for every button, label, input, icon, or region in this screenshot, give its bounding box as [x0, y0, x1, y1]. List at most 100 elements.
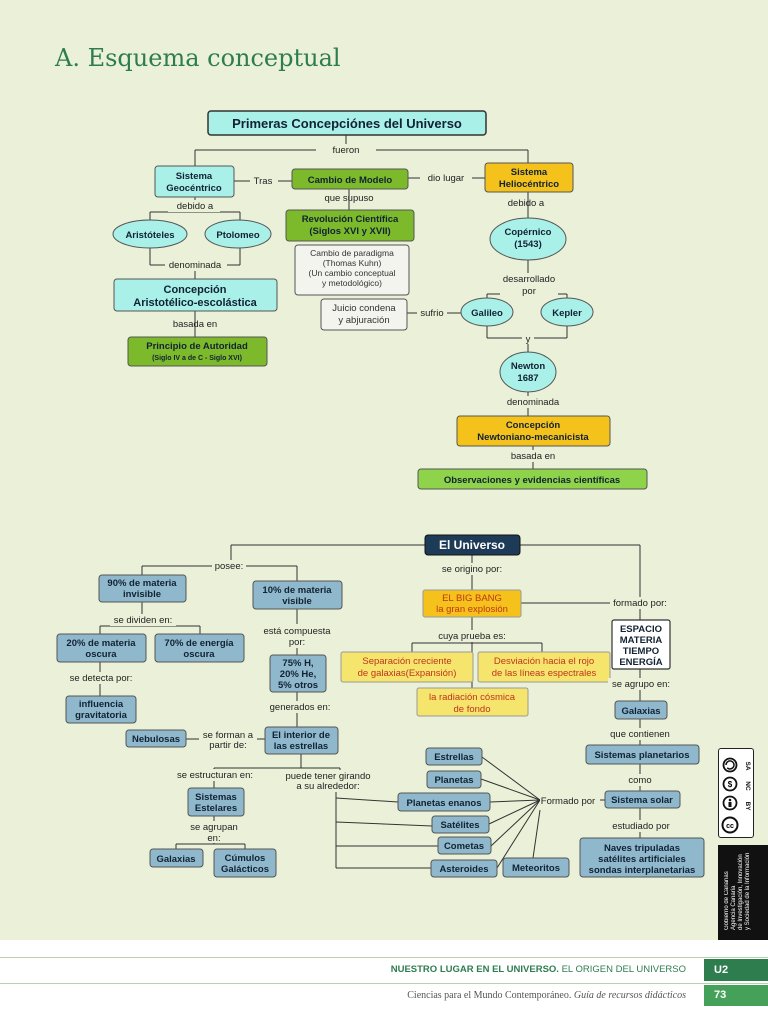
label-se-agrupan: se agrupan	[190, 822, 238, 833]
creative-commons-badge: cc $ BY NC SA	[718, 748, 754, 838]
node-ptolomeo: Ptolomeo	[204, 219, 272, 249]
footer	[0, 940, 768, 1024]
label-y: y	[526, 334, 531, 345]
label-desarrollado: desarrollado	[503, 274, 555, 285]
svg-text:Meteoritos: Meteoritos	[512, 863, 560, 874]
svg-text:oscura: oscura	[183, 649, 215, 660]
label-debido-a-left: debido a	[177, 201, 214, 212]
node-big-bang: EL BIG BANG la gran explosión	[422, 589, 522, 618]
svg-text:(Siglo IV a de C - Siglo XVI): (Siglo IV a de C - Siglo XVI)	[152, 355, 242, 362]
node-20-materia: 20% de materia oscura	[56, 633, 147, 663]
svg-text:MATERIA: MATERIA	[620, 635, 663, 646]
node-sistema-solar: Sistema solar	[604, 790, 681, 809]
footer-book-title: Ciencias para el Mundo Contemporáneo. Gu…	[407, 990, 686, 1001]
label-se-origino: se origino por:	[442, 564, 502, 575]
label-sufrio: sufrio	[420, 308, 443, 319]
node-galaxias-left: Galaxias	[149, 848, 204, 868]
svg-text:90% de materia: 90% de materia	[107, 578, 177, 589]
node-juicio: Juicio condena y abjuración	[320, 298, 408, 331]
svg-text:invisible: invisible	[123, 589, 161, 600]
label-dio-lugar: dio lugar	[428, 173, 464, 184]
svg-text:EL BIG BANG: EL BIG BANG	[442, 593, 502, 604]
label-debido-a-right: debido a	[508, 198, 545, 209]
label-formado-por-top: formado por:	[613, 598, 667, 609]
node-cambio-modelo: Cambio de Modelo	[291, 168, 409, 190]
label-se-dividen: se dividen en:	[114, 615, 173, 626]
label-se-estructuran: se estructuran en:	[177, 770, 253, 781]
label-se-detecta: se detecta por:	[70, 673, 133, 684]
label-basada-en-right: basada en	[511, 451, 555, 462]
svg-text:Planetas enanos: Planetas enanos	[407, 798, 482, 809]
node-meteoritos: Meteoritos	[502, 857, 570, 878]
label-su-alrededor: a su alrededor:	[296, 781, 359, 792]
non-commercial-icon	[722, 776, 738, 792]
svg-text:Cambio de paradigma: Cambio de paradigma	[310, 248, 394, 258]
label-que-supuso: que supuso	[324, 193, 373, 204]
map2-root-node: El Universo	[424, 534, 521, 556]
svg-text:Revolución Científica: Revolución Científica	[302, 214, 399, 225]
svg-text:75% H,: 75% H,	[282, 658, 313, 669]
svg-text:Geocéntrico: Geocéntrico	[166, 183, 222, 194]
node-concepcion-newtoniana: Concepción Newtoniano-mecanicista	[456, 415, 611, 447]
footer-section-title: NUESTRO LUGAR EN EL UNIVERSO. EL ORIGEN …	[390, 964, 686, 975]
svg-text:influencia: influencia	[79, 699, 124, 710]
node-naves: Naves tripuladas satélites artificiales …	[579, 837, 705, 878]
svg-text:ESPACIO: ESPACIO	[620, 624, 662, 635]
node-geocentrico: Sistema Geocéntrico	[154, 165, 235, 198]
svg-text:visible: visible	[282, 596, 312, 607]
node-planetas-enanos: Planetas enanos	[397, 792, 491, 812]
svg-text:Kepler: Kepler	[552, 308, 582, 319]
label-fueron: fueron	[333, 145, 360, 156]
label-como: como	[628, 775, 651, 786]
svg-text:Desviación hacia el rojo: Desviación hacia el rojo	[494, 656, 594, 667]
node-galileo: Galileo	[460, 297, 514, 327]
svg-text:las estrellas: las estrellas	[274, 741, 328, 752]
svg-text:y abjuración: y abjuración	[338, 315, 389, 326]
svg-text:Satélites: Satélites	[440, 820, 479, 831]
svg-text:Newtoniano-mecanicista: Newtoniano-mecanicista	[477, 432, 589, 443]
map1-root-node: Primeras Concepciónes del Universo	[207, 110, 487, 136]
svg-text:Observaciones y evidencias cie: Observaciones y evidencias científicas	[444, 475, 620, 486]
node-heliocentrico: Sistema Heliocéntrico	[484, 162, 574, 193]
svg-text:Estelares: Estelares	[195, 803, 237, 814]
node-newton: Newton 1687	[499, 351, 557, 393]
node-galaxias-right: Galaxias	[614, 700, 668, 720]
svg-text:la gran explosión: la gran explosión	[436, 604, 508, 615]
label-formado-por-bottom: Formado por	[541, 796, 595, 807]
label-posee: posee:	[215, 561, 244, 572]
node-desviacion: Desviación hacia el rojo de las líneas e…	[477, 651, 611, 683]
node-observaciones: Observaciones y evidencias científicas	[417, 468, 648, 490]
svg-text:Concepción: Concepción	[506, 420, 561, 431]
svg-text:la radiación cósmica: la radiación cósmica	[429, 692, 516, 703]
svg-text:gravitatoria: gravitatoria	[75, 710, 127, 721]
svg-text:de fondo: de fondo	[454, 704, 491, 715]
label-basada-en-left: basada en	[173, 319, 217, 330]
footer-rule-bottom	[0, 983, 768, 984]
svg-text:20% He,: 20% He,	[280, 669, 316, 680]
svg-text:20% de materia: 20% de materia	[66, 638, 136, 649]
svg-text:Sistemas planetarios: Sistemas planetarios	[594, 750, 689, 761]
svg-text:Ptolomeo: Ptolomeo	[216, 230, 259, 241]
svg-text:Cúmulos: Cúmulos	[225, 853, 266, 864]
svg-text:Sistema: Sistema	[511, 167, 548, 178]
svg-text:Planetas: Planetas	[434, 775, 473, 786]
svg-text:Nebulosas: Nebulosas	[132, 734, 180, 745]
node-nebulosas: Nebulosas	[125, 729, 187, 748]
svg-text:Sistema: Sistema	[176, 171, 213, 182]
label-generados: generados en:	[270, 702, 331, 713]
svg-text:Principio de Autoridad: Principio de Autoridad	[146, 341, 248, 352]
svg-text:Concepción: Concepción	[164, 284, 227, 296]
svg-text:Galaxias: Galaxias	[621, 706, 660, 717]
map1-root-label: Primeras Concepciónes del Universo	[232, 116, 462, 131]
cc-icon: cc	[726, 823, 734, 830]
svg-text:1687: 1687	[517, 373, 538, 384]
node-estrellas: Estrellas	[425, 747, 483, 766]
svg-text:Naves tripuladas: Naves tripuladas	[604, 843, 680, 854]
label-cuya-prueba: cuya prueba es:	[438, 631, 506, 642]
label-denominada-left: denominada	[169, 260, 222, 271]
svg-text:Galaxias: Galaxias	[156, 854, 195, 865]
node-planetas: Planetas	[426, 770, 482, 789]
node-sistemas-estelares: Sistemas Estelares	[187, 787, 245, 817]
svg-text:Galácticos: Galácticos	[221, 864, 269, 875]
label-esta-compuesta-por: por:	[289, 637, 305, 648]
